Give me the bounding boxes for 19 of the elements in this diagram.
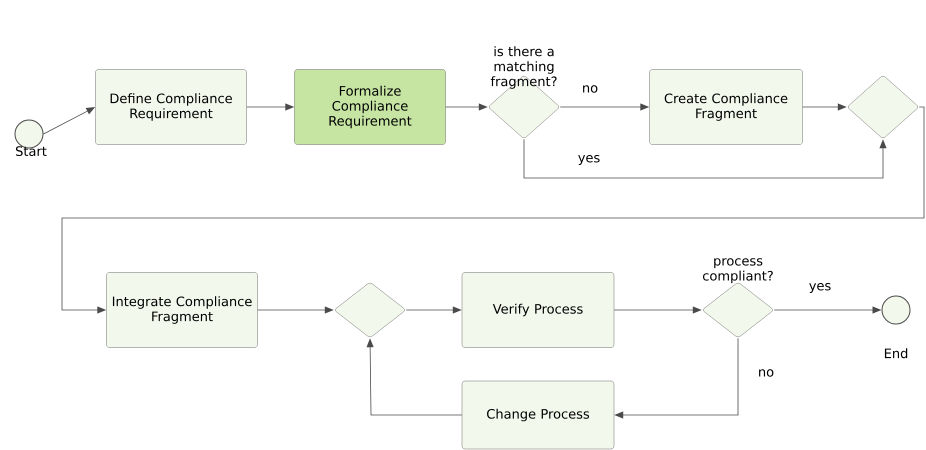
process-box: Change Process (462, 380, 614, 450)
process-box: Create Compliance Fragment (649, 69, 803, 145)
process-box: Formalize Compliance Requirement (294, 69, 446, 145)
decision-diamond (703, 282, 773, 338)
edge-label: yes (808, 282, 832, 294)
decision-diamond (848, 76, 918, 138)
edge-label: no (580, 84, 600, 94)
decision-diamond (489, 76, 559, 138)
process-box: Integrate Compliance Fragment (106, 272, 258, 348)
edge-label: no (756, 368, 776, 378)
event-circle (882, 296, 910, 324)
node-caption: Start (16, 146, 47, 156)
node-caption: is there a matching fragment? (490, 46, 557, 89)
process-box: Verify Process (462, 272, 614, 348)
edge-label: yes (576, 154, 602, 166)
process-box: Define Compliance Requirement (95, 69, 247, 145)
decision-diamond (335, 282, 405, 338)
node-caption: process compliant? (703, 258, 773, 284)
node-caption: End (884, 348, 908, 358)
